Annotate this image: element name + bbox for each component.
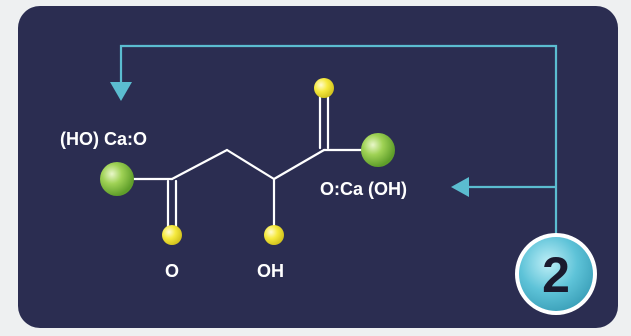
arrow-path-top xyxy=(119,44,558,236)
yellow-atom-bottom-left xyxy=(162,225,182,245)
label-bottom-oh: OH xyxy=(257,261,284,281)
bond-c3-to-c4 xyxy=(272,148,326,181)
yellow-atom-top xyxy=(314,78,334,98)
label-right-group: O:Ca (OH) xyxy=(320,179,407,199)
bond-c2-to-c3 xyxy=(225,148,276,181)
badge-number: 2 xyxy=(542,247,570,303)
yellow-atom-bottom-mid xyxy=(264,225,284,245)
bond-c1-to-c2 xyxy=(170,148,229,181)
arrow-head-top-left xyxy=(110,82,132,101)
green-atom-left xyxy=(100,162,134,196)
step-badge: 2 xyxy=(515,233,597,315)
reaction-arrows xyxy=(119,44,558,236)
label-bottom-o: O xyxy=(165,261,179,281)
arrow-head-right xyxy=(451,177,469,197)
badge-circle xyxy=(519,237,593,311)
label-left-group: (HO) Ca:O xyxy=(60,129,147,149)
molecule-bonds xyxy=(130,94,364,230)
green-atom-right xyxy=(361,133,395,167)
